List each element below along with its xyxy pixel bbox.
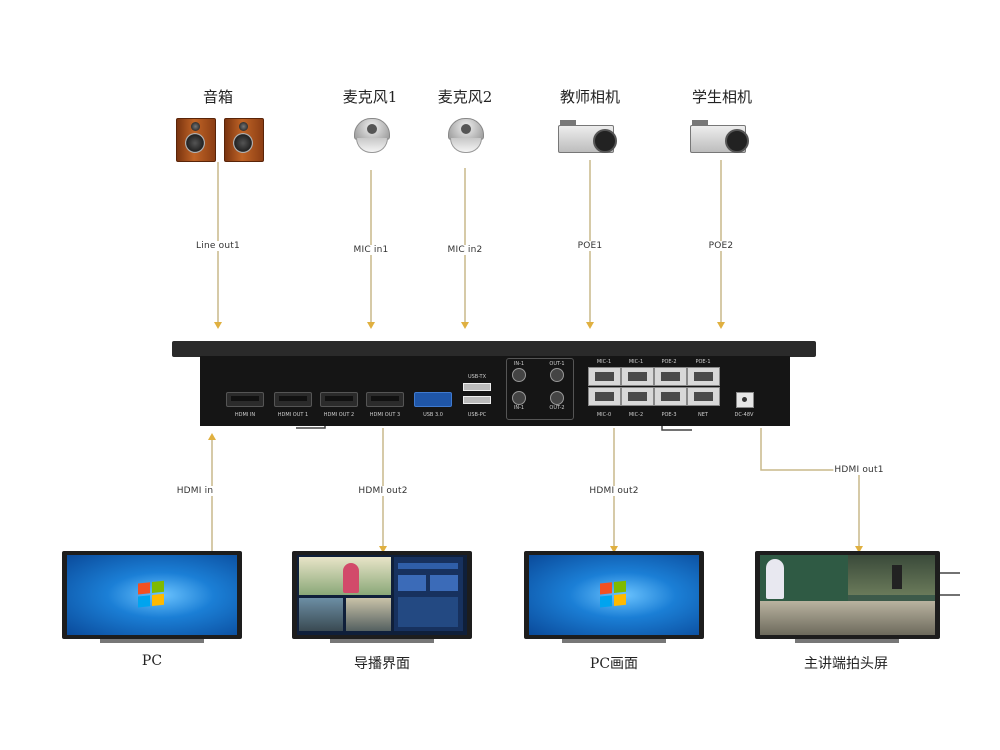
teacher-camera-label: 教师相机 (559, 88, 621, 106)
monitor-stand (330, 639, 434, 643)
hdmi-out-2-port (320, 392, 358, 407)
poe-2-label: POE2 (707, 241, 735, 251)
hdmi-in-connection-label: HDMI in (175, 486, 215, 496)
box-camera-icon (690, 120, 752, 156)
audio-out-1-label: OUT-1 (549, 361, 565, 367)
rj45-label: POE-1 (695, 359, 711, 365)
windows-logo-icon (600, 580, 628, 610)
control-panel (394, 557, 463, 631)
hdmi-out-1-port (274, 392, 312, 407)
rj45-port (621, 367, 654, 386)
usb-tx-port (463, 383, 491, 391)
usb-tx-label: USB-TX (467, 374, 487, 380)
hdmi-in-port (226, 392, 264, 407)
line-out-1-label: Line out1 (195, 241, 241, 251)
ceiling-microphone-icon (448, 118, 484, 154)
hdmi-out-3-port-label: HDMI OUT 3 (369, 412, 401, 418)
pc-monitor (62, 551, 242, 639)
mic-in-2-label: MIC in2 (446, 245, 484, 255)
audio-jack (550, 391, 564, 405)
student-camera-label: 学生相机 (691, 88, 753, 106)
monitor-stand (100, 639, 204, 643)
hdmi-out-3-port (366, 392, 404, 407)
ceiling-microphone-icon (354, 118, 390, 154)
device-top-panel (172, 341, 816, 357)
microphone-2-label: 麦克风2 (437, 88, 493, 106)
box-camera-icon (558, 120, 620, 156)
rj45-label: MIC-0 (596, 412, 612, 418)
speaker-label: 音箱 (202, 88, 234, 106)
windows-logo-icon (138, 580, 166, 610)
audio-jack-panel (506, 358, 574, 420)
audio-in-1-label: IN-1 (513, 361, 525, 367)
rj45-label: MIC-1 (628, 359, 644, 365)
classroom-view (848, 555, 935, 595)
microphone-1-label: 麦克风1 (342, 88, 398, 106)
director-interface-monitor (292, 551, 472, 639)
audio-jack (550, 368, 564, 382)
hdmi-out2-pc-connection-label: HDMI out2 (588, 486, 640, 496)
pc-display-monitor (524, 551, 704, 639)
video-preview (299, 557, 391, 595)
video-thumbnail (299, 598, 343, 631)
audio-jack (512, 391, 526, 405)
students-view (760, 601, 935, 635)
hdmi-in-port-label: HDMI IN (234, 412, 256, 418)
rj45-port (621, 387, 654, 406)
audio-out-2-label: OUT-2 (549, 405, 565, 411)
hdmi-out-1-port-label: HDMI OUT 1 (277, 412, 309, 418)
pc-label: PC (141, 653, 163, 669)
rj45-port (588, 387, 621, 406)
director-interface-label: 导播界面 (354, 656, 410, 672)
usb-pc-port (463, 396, 491, 404)
rj45-label: MIC-2 (628, 412, 644, 418)
windows-desktop-screen (67, 555, 237, 635)
monitor-stand (562, 639, 666, 643)
director-interface-screen (297, 555, 467, 635)
audio-in-1b-label: IN-1 (513, 405, 525, 411)
dc-power-port (736, 392, 754, 408)
usb-pc-label: USB-PC (467, 412, 487, 418)
rj45-port (654, 387, 687, 406)
rj45-label: POE-2 (661, 359, 677, 365)
hdmi-out2-connection-label: HDMI out2 (357, 486, 409, 496)
audio-jack (512, 368, 526, 382)
rj45-label: NET (698, 412, 708, 418)
main-speaker-camera-screen-label: 主讲端拍头屏 (804, 656, 888, 672)
hdmi-out-2-port-label: HDMI OUT 2 (323, 412, 355, 418)
monitor-stand (795, 639, 899, 643)
rj45-port (588, 367, 621, 386)
pc-display-label: PC画面 (589, 656, 639, 672)
hdmi-out1-connection-label: HDMI out1 (833, 465, 885, 475)
video-thumbnail (346, 598, 391, 631)
blackboard (760, 555, 848, 601)
rj45-port (687, 367, 720, 386)
rj45-label: MIC-1 (596, 359, 612, 365)
rj45-label: POE-3 (661, 412, 677, 418)
usb-3-port (414, 392, 452, 407)
windows-desktop-screen (529, 555, 699, 635)
teacher-figure-icon (766, 559, 784, 599)
rj45-port (687, 387, 720, 406)
dc-power-port-label: DC-48V (734, 412, 754, 418)
poe-1-label: POE1 (576, 241, 604, 251)
speaker-icon (176, 118, 266, 164)
rj45-port (654, 367, 687, 386)
mic-in-1-label: MIC in1 (352, 245, 390, 255)
classroom-camera-monitor (755, 551, 940, 639)
usb-3-port-label: USB 3.0 (423, 412, 443, 418)
classroom-video-screen (760, 555, 935, 635)
teacher-figure-icon (343, 563, 359, 593)
